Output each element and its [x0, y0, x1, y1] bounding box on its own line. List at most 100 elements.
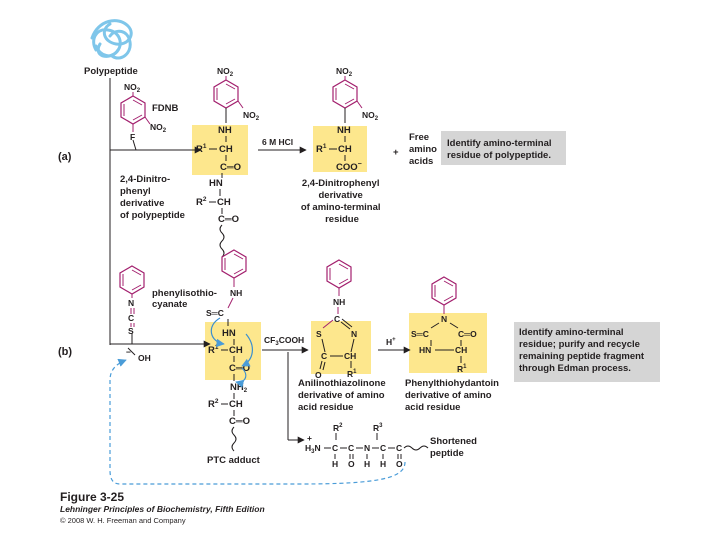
dnp-left-r1: R1 [196, 143, 207, 155]
ath-c: C [334, 314, 340, 324]
ath-ch: CH [344, 351, 356, 361]
ath-c-low: C [321, 351, 327, 361]
ptc-ch-2: CH [229, 399, 243, 410]
dnp-left-inner-2 [225, 83, 236, 90]
note-b-text: Identify amino-terminal residue; purify … [519, 327, 647, 374]
short-h2: H [364, 459, 370, 469]
pitc-inner-2 [131, 269, 142, 276]
curved-arrow-3 [235, 367, 247, 388]
short-h1: H [332, 459, 338, 469]
ath-o: O [315, 370, 322, 380]
ptc-nh: NH [230, 288, 242, 298]
pth-ch: CH [455, 345, 467, 355]
pth-s-eq-c: S═C [411, 329, 429, 339]
ptc-r1: R1 [208, 344, 219, 356]
pth-label: Phenylthiohydantoin derivative of amino … [405, 378, 502, 413]
pth-r1: R1 [457, 364, 467, 374]
ath-n-ch-bond [350, 338, 355, 353]
dnp-left-c-eq-o-2: C═O [218, 214, 239, 225]
ath-c-s-bond [322, 319, 334, 329]
ath-phenyl-inner-3 [338, 278, 349, 285]
dnp-left-c-eq-o: C═O [220, 162, 241, 173]
pitc-inner-3 [131, 284, 142, 291]
short-c4: C [396, 443, 402, 453]
hplus-label: H+ [386, 337, 396, 347]
dnp-mid-inner-3 [344, 98, 355, 105]
dnp-mid-inner-2 [344, 83, 355, 90]
pth-hn: HN [419, 345, 431, 355]
pth-n-c-left-bond [430, 322, 440, 329]
ath-c-n-bond-2 [340, 321, 351, 330]
ptc-ch: CH [229, 345, 243, 356]
short-n2: N [364, 443, 370, 453]
short-o2: O [396, 459, 403, 469]
ptc-hn: HN [222, 328, 236, 339]
fdnb-label: FDNB [152, 103, 179, 114]
dnp-left-ch-2: CH [217, 197, 231, 208]
hcl-reagent: 6 M HCl [262, 137, 293, 147]
dnp-left-ch: CH [219, 144, 233, 155]
pitc-label: phenylisothio- cyanate [152, 288, 220, 310]
pth-c-eq-o: C═O [458, 329, 477, 339]
recycle-arrow [109, 358, 406, 485]
ptc-nh2: NH2 [230, 382, 248, 394]
ptc-nh-c-bond [227, 297, 234, 309]
figure-title: Figure 3-25 [60, 490, 124, 504]
short-plus: + [307, 433, 312, 443]
polypeptide-label: Polypeptide [84, 66, 138, 77]
ath-n: N [351, 329, 357, 339]
ath-s: S [316, 329, 322, 339]
note-a-text: Identify amino-terminal residue of polyp… [447, 138, 554, 161]
pth-phenyl-inner-3 [443, 295, 454, 302]
highlight-b-pth [409, 313, 487, 373]
ptc-s-eq-c: S═C [206, 308, 224, 318]
oh-bond [127, 347, 136, 356]
part-label-b: (b) [58, 346, 72, 358]
ath-r1: R1 [347, 369, 357, 379]
short-chain-wave [403, 445, 429, 451]
fdnb-no2-side-bond [144, 116, 151, 125]
curved-arrow-1 [210, 317, 225, 348]
note-box-a [441, 131, 566, 165]
fdnb-no2-side: NO2 [150, 122, 167, 134]
short-h3n: H3N [305, 443, 321, 455]
ath-label: Anilinothiazolinone derivative of amino … [298, 378, 388, 413]
ptc-r2: R2 [208, 398, 219, 410]
dnp-left-nh: NH [218, 125, 232, 136]
fdnb-ring-inner-3 [132, 114, 143, 121]
dnp-left-label: 2,4-Dinitro- phenyl derivative of polype… [120, 174, 185, 221]
free-amino-acids-label: Free amino acids [409, 132, 440, 167]
highlight-b-left [205, 322, 261, 380]
figure-copyright: © 2008 W. H. Freeman and Company [60, 516, 186, 525]
dnp-left-chain-wave [219, 224, 225, 258]
folded-protein-icon [90, 19, 133, 60]
fdnb-ring-inner-2 [132, 99, 143, 106]
ath-nh: NH [333, 297, 345, 307]
dnp-mid-nh: NH [337, 125, 351, 136]
ath-c-n-bond-1 [341, 318, 353, 328]
ath-phenyl-inner-2 [338, 263, 349, 270]
note-box-b [514, 322, 660, 382]
ath-s-c-bond [321, 338, 326, 353]
highlight-a-mid [313, 126, 367, 172]
dnp-left-no2-top: NO2 [217, 66, 234, 78]
pth-phenyl-inner-2 [443, 280, 454, 287]
dnp-left-r2: R2 [196, 196, 207, 208]
curved-arrow-2 [241, 333, 253, 367]
part-label-a: (a) [58, 151, 72, 163]
short-o1: O [348, 459, 355, 469]
pth-n: N [441, 314, 447, 324]
hydroxide-label: OH [138, 353, 151, 363]
plus-sign-a: + [393, 147, 399, 158]
ptc-adduct-label: PTC adduct [207, 455, 261, 466]
tfa-reagent: CF3COOH [264, 335, 304, 347]
short-c2: C [348, 443, 354, 453]
fdnb-f: F [130, 132, 135, 142]
short-r3: R3 [373, 423, 383, 433]
dnp-mid-r1: R1 [316, 143, 327, 155]
hydroxide-charge: − [126, 347, 131, 357]
ptc-c-eq-o-2: C═O [229, 416, 250, 427]
dnp-mid-no2-top: NO2 [336, 66, 353, 78]
